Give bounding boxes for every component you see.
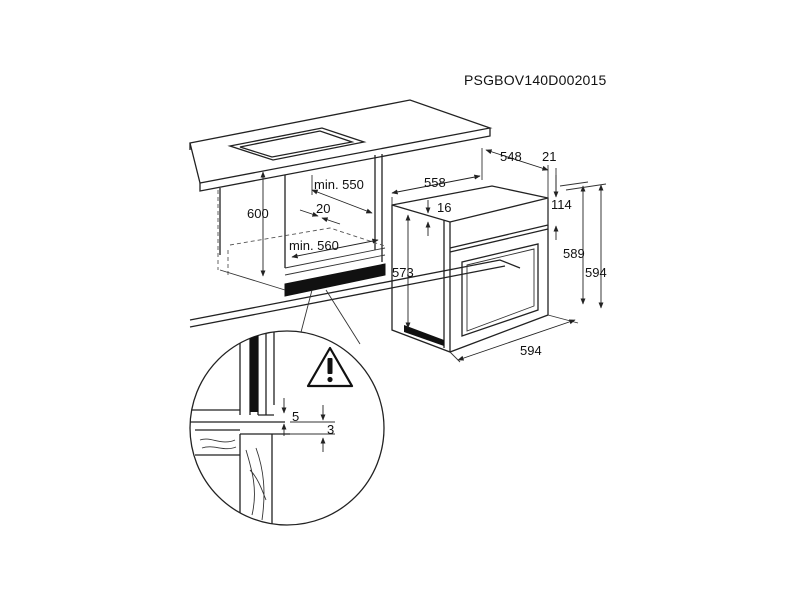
rear-gap-dimension: 20	[299, 201, 341, 225]
oven-body-height-dimension: 573	[392, 214, 414, 329]
panel-height-label: 114	[551, 197, 572, 212]
cabinet-width-label: min. 560	[289, 238, 339, 253]
detail-gap-3-dimension: 3	[290, 405, 335, 452]
cabinet-depth-label: min. 550	[314, 177, 364, 192]
cabinet-height-dimension: 600	[247, 171, 269, 277]
top-offset-label: 21	[542, 149, 556, 164]
worktop	[189, 99, 493, 192]
detail-circle: 5 3	[189, 330, 385, 526]
model-code: PSGBOV140D002015	[464, 72, 607, 88]
total-height-label: 594	[585, 265, 607, 280]
hob-cutout	[227, 127, 367, 161]
panel-height-dimension: 114	[551, 175, 572, 240]
rear-gap-label: 20	[316, 201, 330, 216]
detail-gap-3-label: 3	[327, 422, 334, 437]
oven-body-height-label: 573	[392, 265, 414, 280]
cabinet-height-label: 600	[247, 206, 269, 221]
warning-icon	[306, 346, 354, 388]
total-width-label: 594	[520, 343, 542, 358]
rear-depth-label: 548	[500, 149, 522, 164]
oven	[391, 185, 549, 353]
cabinet-depth-dimension: min. 550	[311, 175, 373, 214]
detail-gap-5-dimension: 5	[281, 398, 299, 436]
cabinet-width-dimension: min. 560	[289, 238, 379, 259]
rear-depth-dimension: 548	[481, 148, 549, 180]
inner-height-label: 589	[563, 246, 585, 261]
detail-gap-5-label: 5	[292, 409, 299, 424]
oven-depth-dimension: 558	[391, 174, 481, 205]
door-thickness-dimension: 16	[425, 200, 451, 236]
oven-depth-label: 558	[424, 175, 446, 190]
callout-leader	[299, 289, 361, 345]
top-offset-dimension: 21	[542, 149, 556, 198]
total-width-dimension: 594	[449, 314, 579, 363]
inner-height-dimension: 589	[559, 181, 589, 305]
door-thickness-label: 16	[437, 200, 451, 215]
total-height-dimension: 594	[565, 183, 607, 309]
